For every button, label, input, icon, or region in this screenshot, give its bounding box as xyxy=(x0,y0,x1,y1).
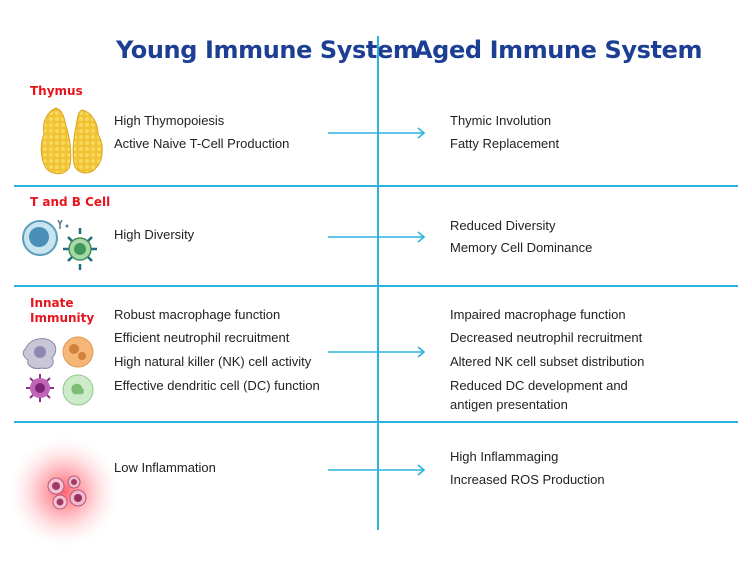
aged-tb-line-1: Reduced Diversity xyxy=(450,218,556,233)
inflammation-icon xyxy=(8,436,120,548)
young-tb-line-1: High Diversity xyxy=(114,227,195,242)
aged-innate-line-2: Decreased neutrophil recruitment xyxy=(450,330,643,345)
aged-inflammation-line-2: Increased ROS Production xyxy=(450,472,605,487)
young-column-header: Young Immune System xyxy=(116,36,418,64)
aged-column-header: Aged Immune System xyxy=(414,36,703,64)
aged-innate-line-3: Altered NK cell subset distribution xyxy=(450,354,645,369)
aged-thymus-line-2: Fatty Replacement xyxy=(450,136,560,151)
aged-inflammation-line-1: High Inflammaging xyxy=(450,449,559,464)
young-thymus-line-2: Active Naive T-Cell Production xyxy=(114,136,290,151)
category-t-and-b-cell: T and B Cell xyxy=(30,195,111,209)
aged-innate-line-1: Impaired macrophage function xyxy=(450,307,626,322)
aged-thymus-line-1: Thymic Involution xyxy=(450,113,552,128)
row-divider-3 xyxy=(14,421,738,423)
thymus-icon xyxy=(40,107,103,175)
young-innate-line-1: Robust macrophage function xyxy=(114,307,281,322)
arrow-inflammation xyxy=(328,464,426,476)
arrow-t-and-b-cell xyxy=(328,231,426,243)
aged-innate-line-5: antigen presentation xyxy=(450,397,568,412)
category-innate-line-2: Immunity xyxy=(30,311,95,325)
young-innate-line-4: Effective dendritic cell (DC) function xyxy=(114,378,320,393)
category-innate-line-1: Innate xyxy=(30,296,74,310)
young-inflammation-line-1: Low Inflammation xyxy=(114,460,216,475)
arrow-thymus xyxy=(328,127,426,139)
innate-cells-icon xyxy=(22,336,94,406)
young-innate-line-2: Efficient neutrophil recruitment xyxy=(114,330,290,345)
lymphocytes-icon xyxy=(22,219,97,270)
category-thymus: Thymus xyxy=(30,84,83,98)
row-divider-1 xyxy=(14,185,738,187)
aged-tb-line-2: Memory Cell Dominance xyxy=(450,240,593,255)
column-divider xyxy=(377,36,379,530)
young-innate-line-3: High natural killer (NK) cell activity xyxy=(114,354,312,369)
young-thymus-line-1: High Thymopoiesis xyxy=(114,113,225,128)
aged-innate-line-4: Reduced DC development and xyxy=(450,378,628,393)
arrow-innate-immunity xyxy=(328,346,426,358)
row-divider-2 xyxy=(14,285,738,287)
